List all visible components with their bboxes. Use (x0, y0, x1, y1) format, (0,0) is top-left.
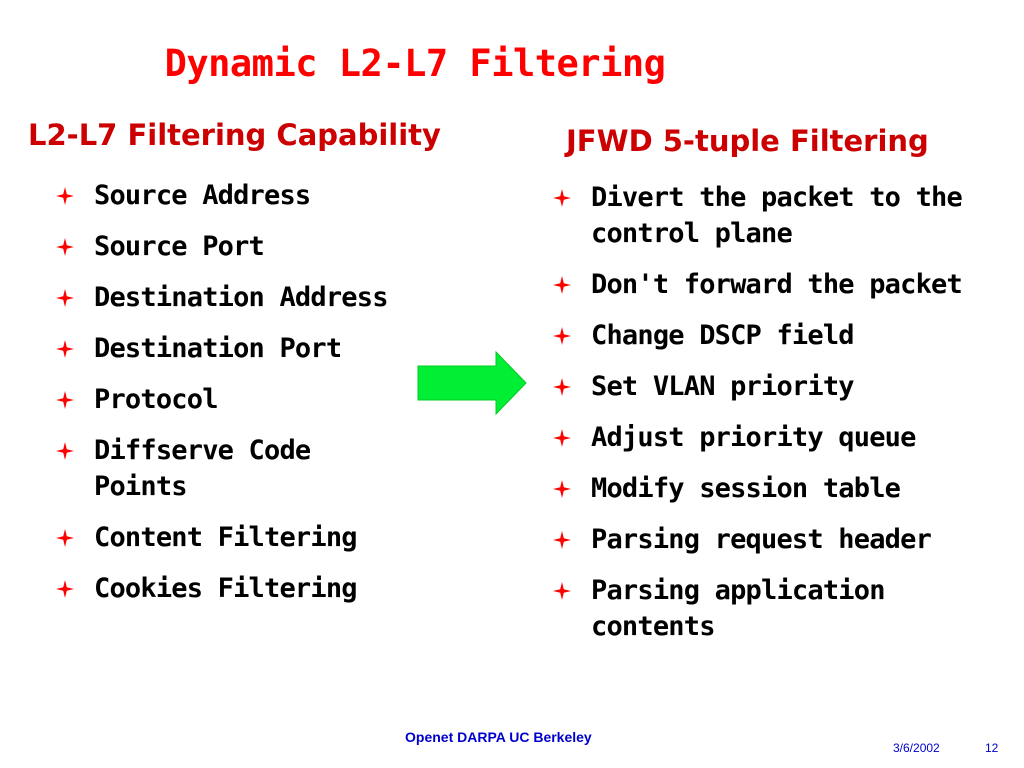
list-item: Don't forward the packet (553, 267, 1013, 303)
list-item-text: Modify session table (591, 473, 901, 504)
list-item-text: Set VLAN priority (591, 371, 855, 402)
star-bullet-icon (553, 189, 571, 207)
star-bullet-icon (56, 187, 74, 205)
star-bullet-icon (56, 340, 74, 358)
list-item: Parsing request header (553, 522, 1013, 558)
list-item: Protocol (56, 382, 396, 418)
star-bullet-icon (553, 327, 571, 345)
list-item-text: Divert the packet to the control plane (591, 182, 963, 249)
star-bullet-icon (56, 391, 74, 409)
star-bullet-icon (553, 429, 571, 447)
left-bullet-list: Source Address Source Port Destination A… (56, 178, 396, 622)
star-bullet-icon (553, 378, 571, 396)
list-item: Parsing application contents (553, 573, 1013, 645)
star-bullet-icon (553, 531, 571, 549)
list-item-text: Don't forward the packet (591, 269, 963, 300)
left-column-heading: L2-L7 Filtering Capability (28, 118, 441, 152)
list-item-text: Source Port (94, 231, 265, 262)
slide-title: Dynamic L2-L7 Filtering (164, 42, 666, 85)
list-item-text: Change DSCP field (591, 320, 855, 351)
list-item-text: Destination Port (94, 333, 342, 364)
star-bullet-icon (56, 580, 74, 598)
list-item: Destination Port (56, 331, 396, 367)
star-bullet-icon (553, 276, 571, 294)
list-item: Source Port (56, 229, 396, 265)
list-item: Cookies Filtering (56, 571, 396, 607)
right-bullet-list: Divert the packet to the control plane D… (553, 180, 1013, 660)
list-item-text: Source Address (94, 180, 311, 211)
star-bullet-icon (553, 480, 571, 498)
list-item-text: Destination Address (94, 282, 388, 313)
list-item: Source Address (56, 178, 396, 214)
footer-date: 3/6/2002 (893, 741, 940, 755)
star-bullet-icon (56, 289, 74, 307)
list-item: Destination Address (56, 280, 396, 316)
list-item-text: Protocol (94, 384, 218, 415)
list-item: Modify session table (553, 471, 1013, 507)
list-item: Content Filtering (56, 520, 396, 556)
star-bullet-icon (553, 582, 571, 600)
list-item-text: Adjust priority queue (591, 422, 916, 453)
list-item: Diffserve Code Points (56, 433, 396, 505)
star-bullet-icon (56, 529, 74, 547)
list-item-text: Parsing request header (591, 524, 932, 555)
list-item-text: Parsing application contents (591, 575, 885, 642)
list-item-text: Content Filtering (94, 522, 358, 553)
right-column-heading: JFWD 5-tuple Filtering (566, 124, 929, 158)
list-item-text: Diffserve Code Points (94, 435, 311, 502)
star-bullet-icon (56, 238, 74, 256)
list-item: Adjust priority queue (553, 420, 1013, 456)
list-item: Divert the packet to the control plane (553, 180, 1013, 252)
list-item-text: Cookies Filtering (94, 573, 358, 604)
footer-page-number: 12 (985, 741, 999, 755)
list-item: Set VLAN priority (553, 369, 1013, 405)
right-arrow-icon (417, 350, 527, 416)
list-item: Change DSCP field (553, 318, 1013, 354)
footer-organization: Openet DARPA UC Berkeley (405, 729, 592, 745)
star-bullet-icon (56, 442, 74, 460)
